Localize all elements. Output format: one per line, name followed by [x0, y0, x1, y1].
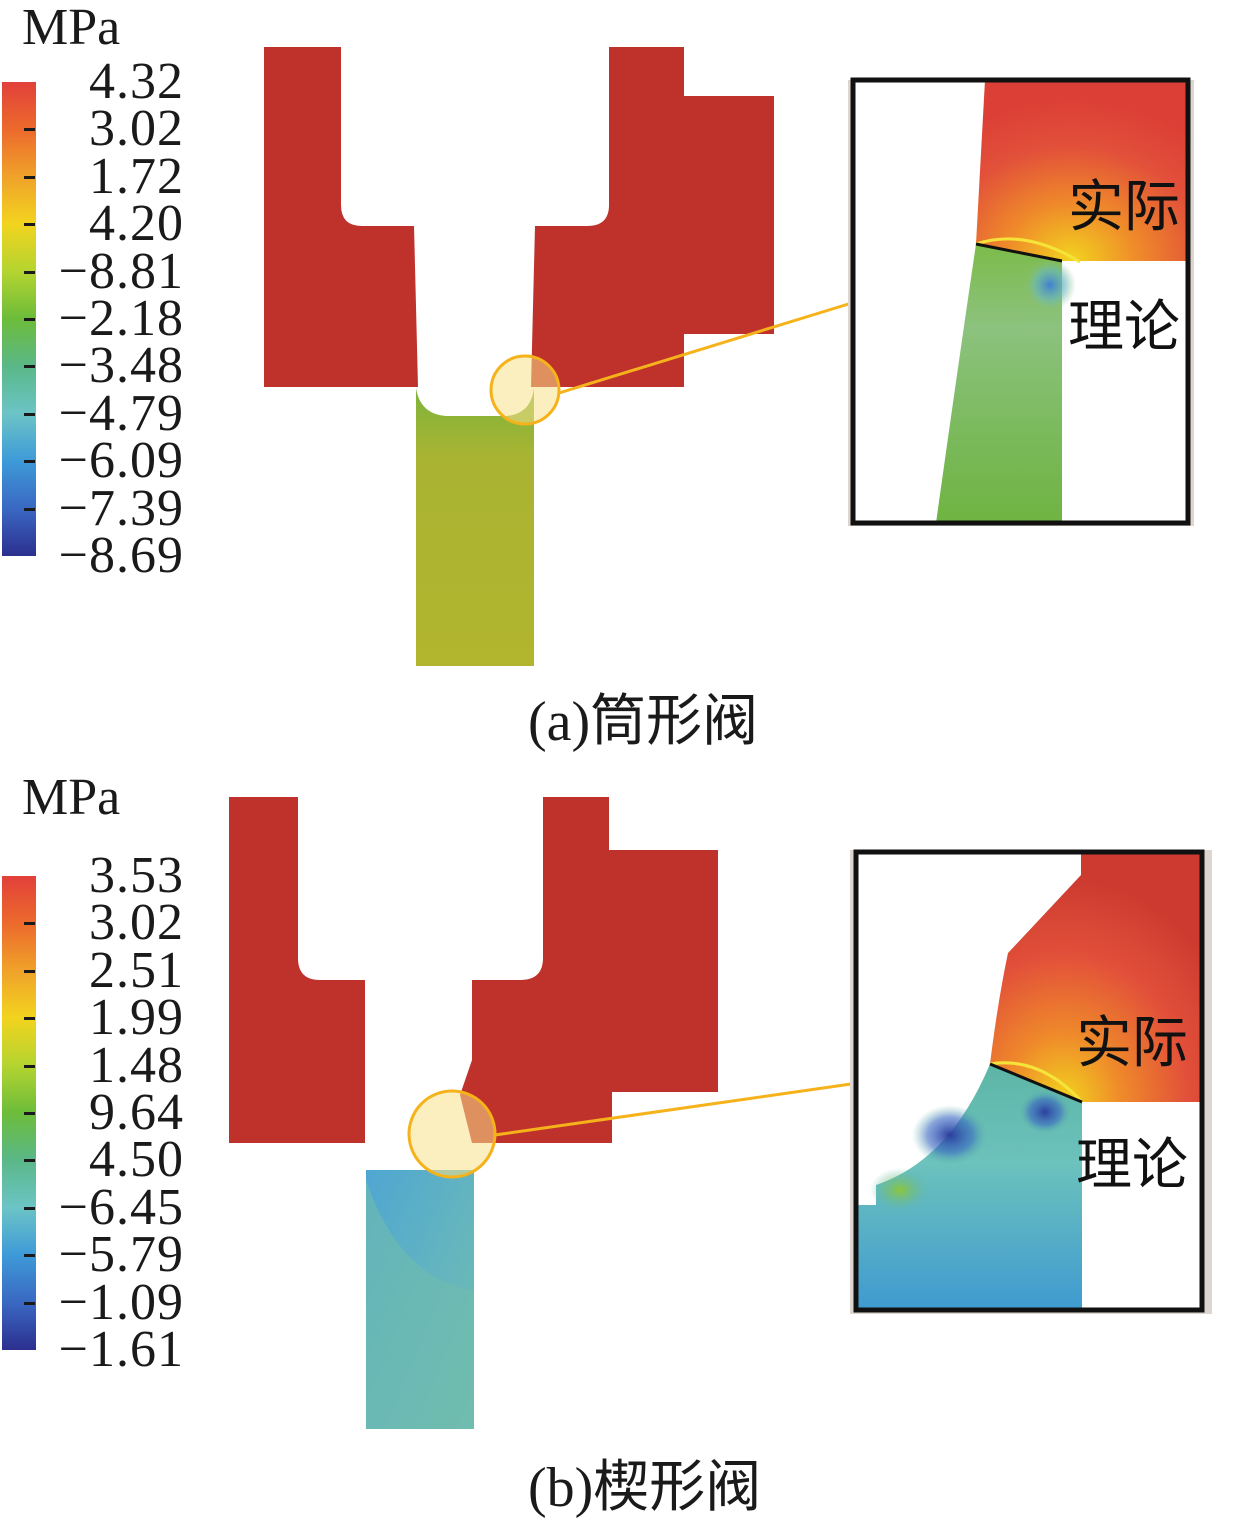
label-theoretical: 理论	[1076, 1133, 1188, 1198]
colorbar-tick-mark	[24, 175, 35, 179]
valve-body-right	[460, 797, 718, 1143]
caption: (b)楔形阀	[528, 1457, 762, 1519]
colorbar-tick-label: 4.32	[89, 53, 184, 110]
callout-leader	[494, 1081, 859, 1137]
colorbar-tick-label: 1.72	[89, 147, 184, 205]
colorbar-tick-label: −2.18	[58, 290, 184, 347]
valve-body-left	[229, 797, 365, 1143]
label-theoretical: 理论	[1068, 295, 1180, 360]
label-actual: 实际	[1068, 175, 1180, 240]
colorbar-tick-mark	[24, 412, 35, 416]
colorbar-tick-mark	[24, 270, 35, 274]
label-actual: 实际	[1076, 1011, 1188, 1076]
colorbar-tick-label: −3.48	[58, 337, 184, 395]
colorbar-tick-label: −8.81	[58, 242, 184, 300]
caption: (a)筒形阀	[528, 691, 759, 753]
colorbar-tick-label: −1.09	[58, 1273, 184, 1331]
valve-body-left	[264, 47, 418, 387]
colorbar-tick-label: 4.20	[89, 195, 184, 253]
colorbar-tick-label: 1.99	[89, 989, 184, 1047]
valve-body-right	[531, 47, 684, 387]
callout-leader	[558, 300, 856, 395]
zoom-inset	[848, 77, 1194, 526]
colorbar-tick-label: −1.61	[58, 1321, 184, 1378]
colorbar-tick-mark	[24, 1206, 35, 1210]
valve-stem	[416, 388, 534, 666]
colorbar-tick-label: −6.09	[58, 432, 184, 490]
stress-contour-figure	[229, 797, 1212, 1429]
valve-body-flange	[684, 96, 774, 334]
colorbar-tick-label: −7.39	[58, 479, 184, 537]
colorbar-tick-label: 9.64	[89, 1084, 184, 1141]
unit-label: MPa	[22, 0, 121, 56]
colorbar-tick-mark	[24, 318, 35, 321]
stress-contour-figure	[264, 47, 1194, 666]
colorbar-tick-label: 3.02	[89, 894, 184, 952]
colorbar-tick-mark	[24, 128, 35, 132]
colorbar-tick-label: 3.02	[89, 100, 184, 158]
colorbar-tick-mark	[24, 1112, 35, 1115]
callout-circle	[407, 1089, 497, 1179]
colorbar-tick-label: 1.48	[89, 1036, 184, 1094]
colorbar-tick-mark	[24, 969, 35, 973]
colorbar-tick-label: 3.53	[89, 847, 184, 904]
zoom-inset	[850, 849, 1212, 1314]
colorbar-tick-mark	[24, 1064, 35, 1068]
colorbar-tick-label: 2.51	[89, 941, 184, 999]
colorbar-tick-label: −4.79	[58, 384, 184, 442]
colorbar-tick-mark	[24, 1301, 35, 1305]
colorbar-tick-label: −5.79	[58, 1226, 184, 1284]
callout-circle	[489, 354, 561, 426]
colorbar-tick-mark	[24, 1254, 35, 1258]
colorbar-tick-mark	[24, 460, 35, 464]
colorbar-tick-mark	[24, 223, 35, 227]
colorbar-tick-label: 4.50	[89, 1131, 184, 1189]
colorbar-tick-label: −6.45	[58, 1178, 184, 1236]
colorbar-tick-mark	[24, 365, 35, 369]
colorbar-tick-mark	[24, 507, 35, 511]
colorbar-tick-mark	[24, 922, 35, 926]
colorbar-tick-mark	[24, 1017, 35, 1021]
colorbar-tick-label: −8.69	[58, 527, 184, 584]
unit-label: MPa	[22, 769, 121, 826]
colorbar-tick-mark	[24, 1159, 35, 1163]
